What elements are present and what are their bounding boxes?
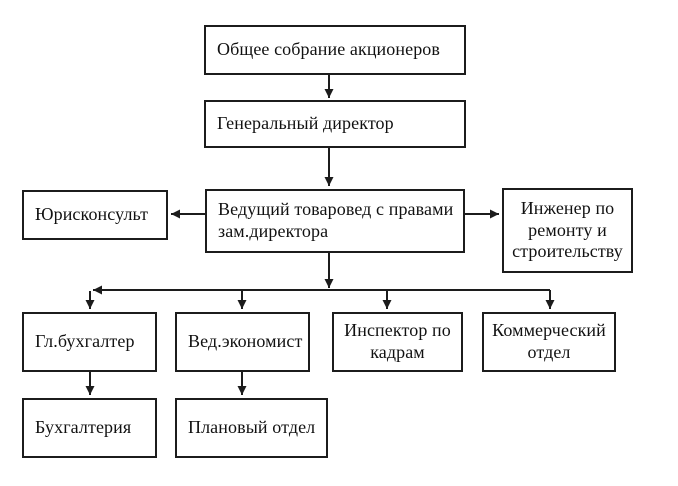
node-label: Вед.экономист [188,331,303,352]
node-general-director: Генеральный директор [204,100,466,148]
node-accounting-dept: Бухгалтерия [22,398,157,458]
node-label: Бухгалтерия [35,417,132,438]
node-lead-merchandiser: Ведущий товаровед с правами зам.директор… [205,189,465,253]
node-label: Гл.бухгалтер [35,331,135,352]
node-legal-counsel: Юрисконсульт [22,190,168,240]
node-repair-engineer: Инженер по ремонту и строительству [502,188,633,273]
node-lead-economist: Вед.экономист [175,312,310,372]
node-label: Плановый отдел [188,417,316,438]
node-label: Юрисконсульт [35,204,149,225]
node-label: Ведущий товаровед с правами зам.директор… [218,199,454,241]
node-label: Общее собрание акционеров [217,39,441,60]
node-label: Инспектор по кадрам [344,320,451,362]
node-chief-accountant: Гл.бухгалтер [22,312,157,372]
node-label: Генеральный директор [217,113,394,134]
node-label: Инженер по ремонту и строительству [512,197,623,262]
node-commercial-dept: Коммерческий отдел [482,312,616,372]
node-shareholders-meeting: Общее собрание акционеров [204,25,466,75]
node-hr-inspector: Инспектор по кадрам [332,312,463,372]
node-label: Коммерческий отдел [492,320,606,362]
node-planning-dept: Плановый отдел [175,398,328,458]
